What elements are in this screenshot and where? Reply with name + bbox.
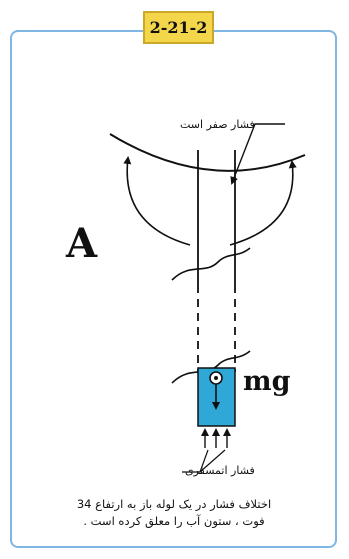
zero-pressure-leader — [230, 123, 285, 185]
point-a-label: A — [66, 220, 98, 267]
break-mark-lower — [171, 350, 251, 384]
figure-number-badge: 2-21-2 — [143, 11, 214, 44]
atmospheric-pressure-label: فشار اتمسفری — [185, 464, 255, 477]
atm-pressure-leader-2 — [199, 449, 226, 473]
right-curved-arrow — [229, 160, 297, 246]
center-of-mass-dot — [214, 376, 218, 380]
zero-pressure-label: فشار صفر است — [180, 118, 255, 131]
figure-frame — [10, 30, 337, 548]
weight-mg-label: mg — [243, 366, 291, 397]
break-mark-upper — [171, 247, 251, 281]
top-surface-curve — [109, 133, 306, 172]
figure-caption: اختلاف فشار در یک لوله باز به ارتفاع 34 … — [24, 496, 324, 530]
caption-line-2: فوت ، ستون آب را معلق کرده است . — [83, 514, 265, 528]
caption-line-1: اختلاف فشار در یک لوله باز به ارتفاع 34 — [76, 497, 272, 511]
figure-number: 2-21-2 — [149, 18, 208, 37]
left-curved-arrow — [123, 156, 191, 246]
